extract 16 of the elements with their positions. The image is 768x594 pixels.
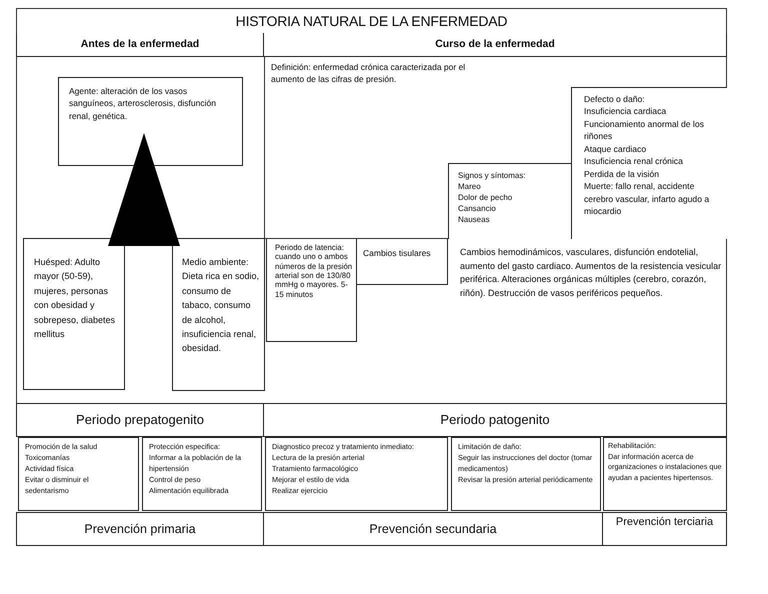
column-header: Antes de la enfermedad xyxy=(16,33,264,57)
definition-text: Definición: enfermedad crónica caracterizada por el aumento de las cifras de presión. xyxy=(271,61,466,86)
host-box: Huésped: Adulto mayor (50-59), mujeres, personas con obesidad y sobrepeso, diabetes mellitus xyxy=(23,238,125,390)
column-header: Curso de la enfermedad xyxy=(264,33,727,57)
agent-box: Agente: alteración de los vasos sanguíneos, arterosclerosis, disfunción renal, genética. xyxy=(58,77,243,166)
period-cell: Periodo prepatogenito xyxy=(16,403,264,437)
damage-step: Defecto o daño: Insuficiencia cardiaca Funcionamiento anormal de los riñones Ataque cardiaco Insuficiencia renal crónica Perdida de la visión Muerte: fallo renal, accidente cerebro vascular, infarto agudo a miocardio xyxy=(571,87,727,239)
prevention-level-cell: Prevención terciaria xyxy=(603,512,727,546)
period-cell: Periodo patogenito xyxy=(264,403,727,437)
tissue-change-step: Cambios tisulares xyxy=(357,239,448,285)
description-text: Cambios hemodinámicos, vasculares, disfunción endotelial, aumento del gasto cardiaco. Aumentos de la resistencia vesicular periférica. Alteraciones orgánicas múltiples (cerebro, corazón, riñón). Destrucción de vasos periféricos pequeños. xyxy=(460,246,722,300)
symptoms-step: Signos y síntomas: Mareo Dolor de pecho Cansancio Nauseas xyxy=(448,163,571,239)
environment-box: Medio ambiente: Dieta rica en sodio, consumo de tabaco, consumo de alcohol, insuficiencia renal, obesidad. xyxy=(172,238,265,391)
triangle-shape xyxy=(108,133,180,246)
prevention-level-cell: Prevención primaria xyxy=(16,512,264,546)
prevention-level-cell: Prevención secundaria xyxy=(264,512,603,546)
